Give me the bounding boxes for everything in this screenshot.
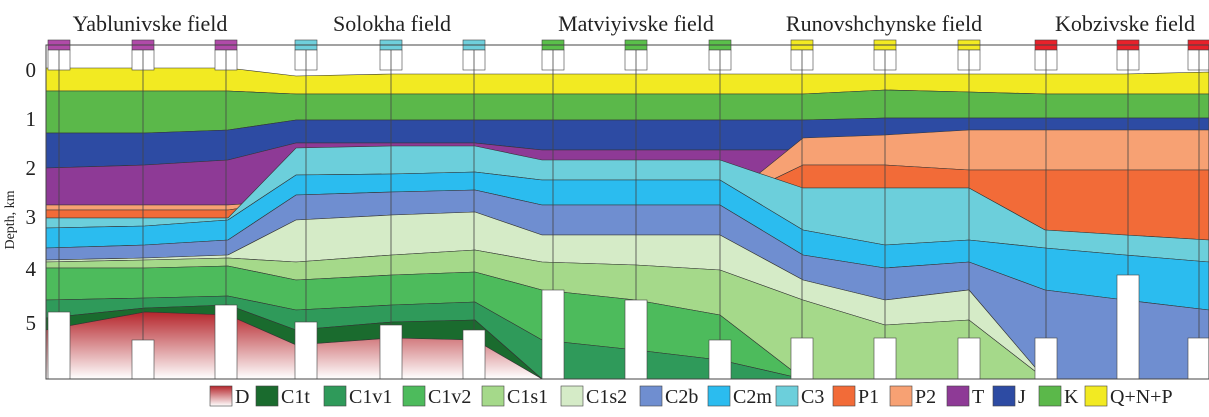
well-bottom	[1034, 337, 1058, 380]
well-bottom	[131, 339, 155, 380]
legend-swatch-c1v2	[402, 385, 426, 407]
layer-q-n-p	[45, 67, 1209, 95]
depth-tick-0: 0	[26, 58, 37, 82]
well-bottom	[47, 311, 71, 380]
well-bottom	[379, 324, 403, 380]
well-bottom	[1187, 337, 1209, 380]
well-top	[1187, 49, 1209, 71]
legend-label-c2b: C2b	[665, 386, 698, 408]
depth-tick-2: 2	[26, 156, 37, 180]
well-bottom	[957, 337, 981, 380]
depth-axis: 0 1 2 3 4 5 Depth, km	[3, 58, 37, 335]
legend-label-k: K	[1064, 386, 1079, 408]
legend-swatch-c1s1	[481, 385, 505, 407]
legend-swatch-c1s2	[560, 385, 584, 407]
well-bottom	[462, 329, 486, 380]
legend-label-c3: C3	[801, 386, 824, 408]
well-bottom	[294, 321, 318, 380]
legend: D C1t C1v1 C1v2 C1s1 C1s2 C2b C2m C3 P1 P2 T J K Q+N+P	[209, 385, 1173, 408]
legend-label-c1t: C1t	[281, 386, 310, 408]
legend-label-p1: P1	[858, 386, 879, 408]
legend-label-p2: P2	[915, 386, 936, 408]
legend-label-j: J	[1018, 386, 1026, 408]
field-title-runovshchynske: Runovshchynske field	[786, 11, 982, 36]
well-bottom	[541, 289, 565, 380]
well-bottom	[624, 299, 648, 380]
legend-label-c1s2: C1s2	[586, 386, 627, 408]
field-title-solokha: Solokha field	[333, 11, 451, 36]
legend-swatch-p1	[832, 385, 856, 407]
legend-swatch-t	[946, 385, 970, 407]
legend-swatch-c2b	[639, 385, 663, 407]
wells	[47, 39, 1209, 380]
legend-label-c1v1: C1v1	[349, 386, 392, 408]
depth-tick-3: 3	[26, 205, 37, 229]
field-titles: Yablunivske field Solokha field Matviyiv…	[73, 11, 1195, 36]
legend-label-c1s1: C1s1	[507, 386, 548, 408]
field-title-yablunivske: Yablunivske field	[73, 11, 228, 36]
legend-swatch-c1t	[255, 385, 279, 407]
legend-label-c1v2: C1v2	[428, 386, 471, 408]
legend-swatch-p2	[889, 385, 913, 407]
legend-label-d: D	[235, 386, 249, 408]
legend-label-t: T	[972, 386, 984, 408]
legend-swatch-j	[992, 385, 1016, 407]
depth-tick-5: 5	[26, 311, 37, 335]
legend-swatch-k	[1038, 385, 1062, 407]
well-bottom	[1116, 274, 1140, 380]
field-title-matviyivske: Matviyivske field	[558, 11, 714, 36]
legend-swatch-d	[209, 385, 233, 407]
well-bottom	[708, 339, 732, 380]
legend-label-c2m: C2m	[733, 386, 772, 408]
legend-label-q-n-p: Q+N+P	[1110, 386, 1173, 408]
legend-swatch-c3	[775, 385, 799, 407]
well-bottom	[214, 304, 238, 380]
depth-tick-4: 4	[26, 257, 37, 281]
depth-axis-title: Depth, km	[3, 190, 18, 249]
depth-tick-1: 1	[26, 107, 37, 131]
section-frame	[45, 44, 1209, 380]
well-bottom	[873, 337, 897, 380]
legend-swatch-c1v1	[323, 385, 347, 407]
legend-swatch-c2m	[707, 385, 731, 407]
legend-swatch-q-n-p	[1084, 385, 1108, 407]
field-title-kobzivske: Kobzivske field	[1055, 11, 1195, 36]
well-bottom	[790, 337, 814, 380]
